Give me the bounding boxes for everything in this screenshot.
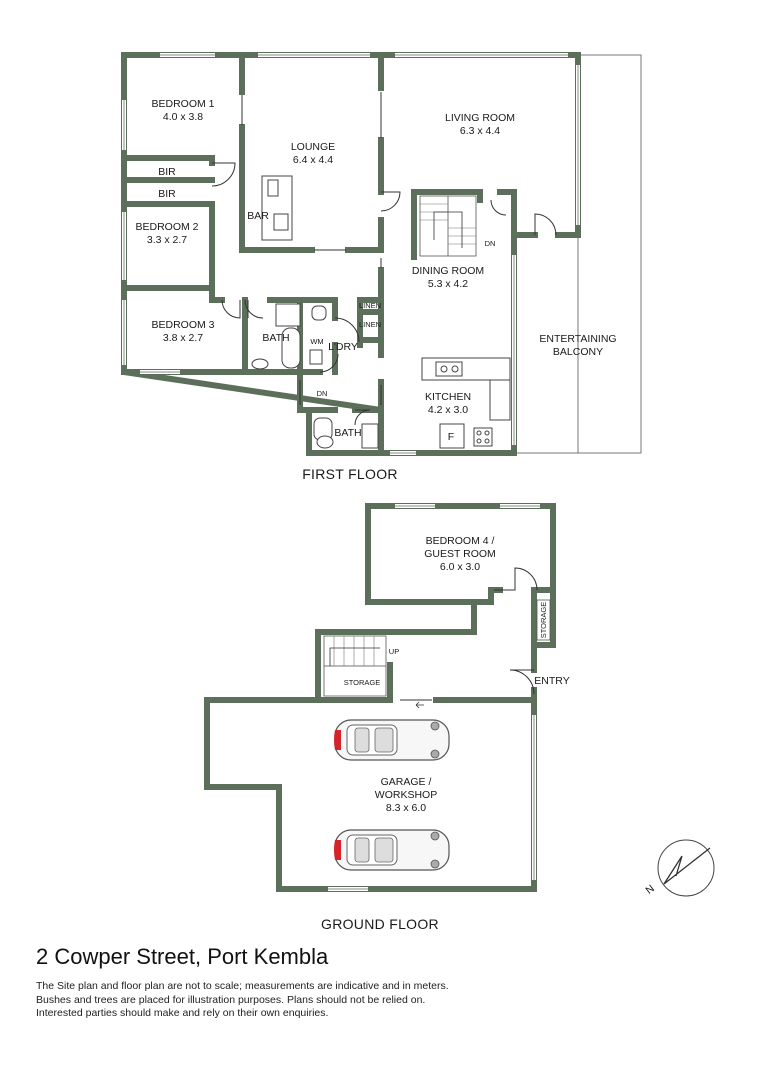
linen-label-1: LINEN — [359, 301, 381, 310]
compass-icon: N — [643, 839, 715, 897]
bedroom1-name: BEDROOM 1 — [151, 98, 214, 110]
first-floor-stairs — [419, 195, 477, 257]
balcony-outline — [577, 54, 642, 454]
bedroom3-size: 3.8 x 2.7 — [163, 332, 203, 344]
bar-fixture — [261, 175, 293, 241]
ground-floor-heading: GROUND FLOOR — [321, 916, 439, 932]
storage-label-side: STORAGE — [539, 602, 548, 639]
lounge-size: 6.4 x 4.4 — [293, 154, 333, 166]
lounge-name: LOUNGE — [291, 141, 335, 153]
bedroom4-door — [494, 567, 538, 591]
kitchen-name: KITCHEN — [425, 391, 471, 403]
stair-dn-label: DN — [317, 389, 328, 398]
disclaimer-line: The Site plan and floor plan are not to … — [36, 980, 449, 992]
ground-floor-plan: BEDROOM 4 / GUEST ROOM 6.0 x 3.0 STORAGE… — [204, 503, 570, 932]
disclaimer-line: Interested parties should make and rely … — [36, 1007, 329, 1019]
bath-label-1: BATH — [262, 332, 289, 344]
bir-label-1: BIR — [158, 166, 176, 178]
first-floor-plan: BEDROOM 1 4.0 x 3.8 BIR BIR BEDROOM 2 3.… — [121, 52, 642, 482]
kitchen-fixtures — [421, 357, 511, 449]
storage-label-stair: STORAGE — [344, 678, 381, 687]
car-icon — [334, 719, 450, 761]
bedroom2-size: 3.3 x 2.7 — [147, 234, 187, 246]
entry-label: ENTRY — [534, 675, 569, 687]
first-floor-windows — [122, 53, 580, 455]
bedroom2-name: BEDROOM 2 — [135, 221, 198, 233]
first-floor-labels: BEDROOM 1 4.0 x 3.8 BIR BIR BEDROOM 2 3.… — [135, 98, 616, 443]
entry-door — [509, 669, 535, 695]
bathroom-fixtures — [247, 300, 379, 449]
car-icon — [334, 829, 450, 871]
bedroom4-line2: GUEST ROOM — [424, 548, 496, 560]
balcony-line1: ENTERTAINING — [539, 333, 616, 345]
bir-label-2: BIR — [158, 188, 176, 200]
property-address: 2 Cowper Street, Port Kembla — [36, 944, 329, 969]
wm-label: WM — [310, 337, 323, 346]
linen-label-2: LINEN — [359, 320, 381, 329]
laundry-label: L'DRY — [328, 341, 358, 353]
dining-size: 5.3 x 4.2 — [428, 278, 468, 290]
bedroom1-size: 4.0 x 3.8 — [163, 111, 203, 123]
first-floor-heading: FIRST FLOOR — [302, 466, 398, 482]
fridge-label: F — [448, 431, 454, 443]
bedroom3-name: BEDROOM 3 — [151, 319, 214, 331]
living-name: LIVING ROOM — [445, 112, 515, 124]
dining-name: DINING ROOM — [412, 265, 484, 277]
bath-label-2: BATH — [334, 427, 361, 439]
up-label: UP — [389, 647, 399, 656]
garage-line2: WORKSHOP — [375, 789, 437, 801]
bedroom4-size: 6.0 x 3.0 — [440, 561, 480, 573]
bedroom4-line1: BEDROOM 4 / — [426, 535, 495, 547]
first-floor-doors — [211, 92, 557, 426]
living-size: 6.3 x 4.4 — [460, 125, 500, 137]
disclaimer-line: Bushes and trees are placed for illustra… — [36, 993, 426, 1006]
ground-floor-labels: BEDROOM 4 / GUEST ROOM 6.0 x 3.0 STORAGE… — [344, 535, 570, 814]
storage-cupboard — [536, 599, 551, 641]
balcony-line2: BALCONY — [553, 346, 603, 358]
compass-north-label: N — [643, 883, 656, 897]
first-floor-dn-label: DN — [485, 239, 496, 248]
garage-line1: GARAGE / — [381, 776, 432, 788]
disclaimer: The Site plan and floor plan are not to … — [36, 980, 736, 1021]
kitchen-size: 4.2 x 3.0 — [428, 404, 468, 416]
bar-label: BAR — [247, 210, 269, 222]
ground-floor-stairs — [323, 635, 387, 697]
garage-size: 8.3 x 6.0 — [386, 802, 426, 814]
